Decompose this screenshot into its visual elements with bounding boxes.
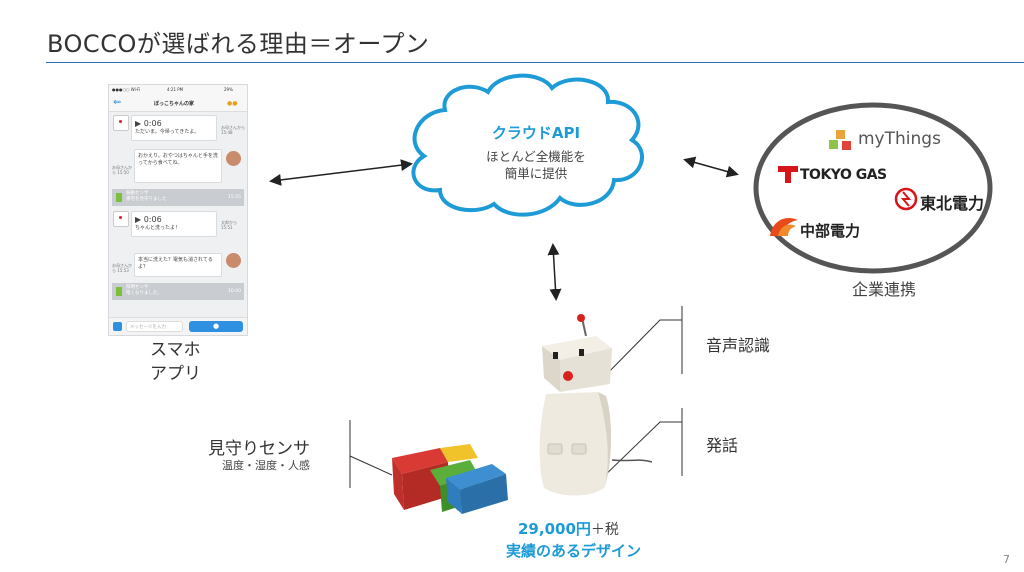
smartphone-app-label: スマホ アプリ [150, 338, 201, 386]
cloud-shape [411, 73, 644, 217]
tokyo-gas-logo-mark [778, 166, 798, 183]
message-input[interactable]: メッセージを入力 [126, 321, 183, 332]
message-text: ちゃんと洗ったよ！ [135, 225, 181, 231]
user-avatar [226, 253, 241, 268]
arrow-cloud-robot [547, 243, 562, 301]
smartphone-screenshot: ●●●○○ Wi-Fi 4:21 PM 29% ⇐ ぼっこちゃんの家 ●● ▶ … [108, 84, 248, 336]
voice-duration: 0:06 [143, 119, 162, 128]
sensors-subtitle: 温度・湿度・人感 [222, 459, 310, 472]
sensor-notification: 振動センサ 帰宅を見守りました 15:55 [112, 189, 244, 206]
arrow-phone-cloud [269, 159, 413, 186]
slide-title: BOCCOが選ばれる理由＝オープン [47, 30, 430, 58]
price: 29,000円＋税 [518, 518, 619, 539]
partners-caption: 企業連携 [852, 280, 917, 299]
bocco-avatar [113, 211, 129, 227]
message-bubble: 本当に洗えた？電気も消されてるよ？ [134, 253, 222, 277]
sensor-time: 15:55 [228, 195, 241, 200]
arrow-cloud-partners [683, 156, 739, 178]
message-text: 本当に洗えた？電気も消されてるよ？ [138, 257, 213, 270]
message-bubble: ▶ 0:06 ちゃんと洗ったよ！ [131, 211, 217, 237]
status-battery: 29% [224, 87, 233, 92]
message-meta: お母さんから 15:50 [112, 165, 132, 175]
bocco-robot-illustration [539, 314, 653, 496]
message-meta: 太郎から 15:51 [221, 220, 237, 230]
status-time: 4:21 PM [167, 87, 184, 92]
message-text: ただいま。今帰ってきたよ。 [135, 129, 200, 135]
status-carrier: ●●●○○ Wi-Fi [112, 87, 141, 92]
sensor-time: 16:00 [228, 289, 241, 294]
microphone-icon: ● [212, 322, 220, 330]
phone-nav-title: ぼっこちゃんの家 [154, 101, 195, 107]
smartphone-app-line1: スマホ [150, 340, 201, 360]
chubu-logo: 中部電力 [800, 222, 861, 240]
price-main: 29,000円 [518, 520, 591, 538]
mic-button[interactable]: ● [189, 321, 243, 332]
play-icon[interactable]: ▶ [135, 215, 142, 224]
callout-speech [597, 421, 682, 483]
message-meta: お母さんから 15:53 [112, 263, 132, 273]
voice-duration: 0:06 [143, 215, 162, 224]
message-bubble: おかえり。おやつはちゃんと手を洗ってから食べてね。 [134, 149, 222, 183]
camera-icon[interactable] [113, 322, 122, 331]
phone-status-bar: ●●●○○ Wi-Fi 4:21 PM 29% [109, 85, 247, 95]
voice-recognition-label: 音声認識 [706, 336, 771, 355]
smartphone-app-line2: アプリ [150, 364, 201, 384]
sensor-name: 振動センサ [126, 191, 149, 196]
sensor-blocks-illustration [392, 444, 508, 514]
chubu-logo-mark [770, 217, 798, 236]
user-avatar [226, 151, 241, 166]
message-meta: お母さんから 15:48 [221, 125, 245, 135]
voice-message[interactable]: ▶ 0:06 [135, 119, 213, 129]
page-number: 7 [1003, 553, 1010, 566]
price-tax: ＋税 [590, 522, 619, 538]
partners-ellipse [753, 102, 993, 274]
sensor-text: 暗くなりました。 [126, 291, 162, 296]
message-text: おかえり。おやつはちゃんと手を洗ってから食べてね。 [138, 153, 218, 166]
mythings-logo-mark [829, 130, 851, 150]
play-icon[interactable]: ▶ [135, 119, 142, 128]
bocco-avatar [113, 115, 129, 131]
callout-sensor [349, 440, 393, 476]
tohoku-logo: 東北電力 [920, 194, 985, 213]
title-divider [46, 62, 1024, 63]
design-caption: 実績のあるデザイン [506, 542, 642, 560]
cloud-api-title: クラウドAPI [491, 124, 581, 142]
tokyo-gas-logo: TOKYO GAS [800, 167, 887, 183]
voice-message[interactable]: ▶ 0:06 [135, 215, 213, 225]
tohoku-logo-mark [894, 187, 918, 211]
speech-label: 発話 [706, 436, 739, 455]
mythings-logo: myThings [858, 129, 941, 149]
phone-nav-bar: ⇐ ぼっこちゃんの家 ●● [109, 95, 247, 112]
sensor-text: 帰宅を見守りました [126, 197, 167, 202]
menu-dots-icon[interactable]: ●● [227, 100, 238, 107]
callout-voice [595, 319, 682, 386]
phone-input-bar: メッセージを入力 ● [109, 317, 247, 335]
cloud-api-line1: ほとんど全機能を [486, 149, 586, 164]
cloud-api-line2: 簡単に提供 [504, 166, 568, 181]
sensors-title: 見守りセンサ [208, 439, 310, 459]
sensor-notification: 照明センサ 暗くなりました。 16:00 [112, 283, 244, 300]
back-arrow-icon[interactable]: ⇐ [113, 97, 122, 108]
message-bubble: ▶ 0:06 ただいま。今帰ってきたよ。 [131, 115, 217, 141]
sensor-name: 照明センサ [126, 285, 149, 290]
